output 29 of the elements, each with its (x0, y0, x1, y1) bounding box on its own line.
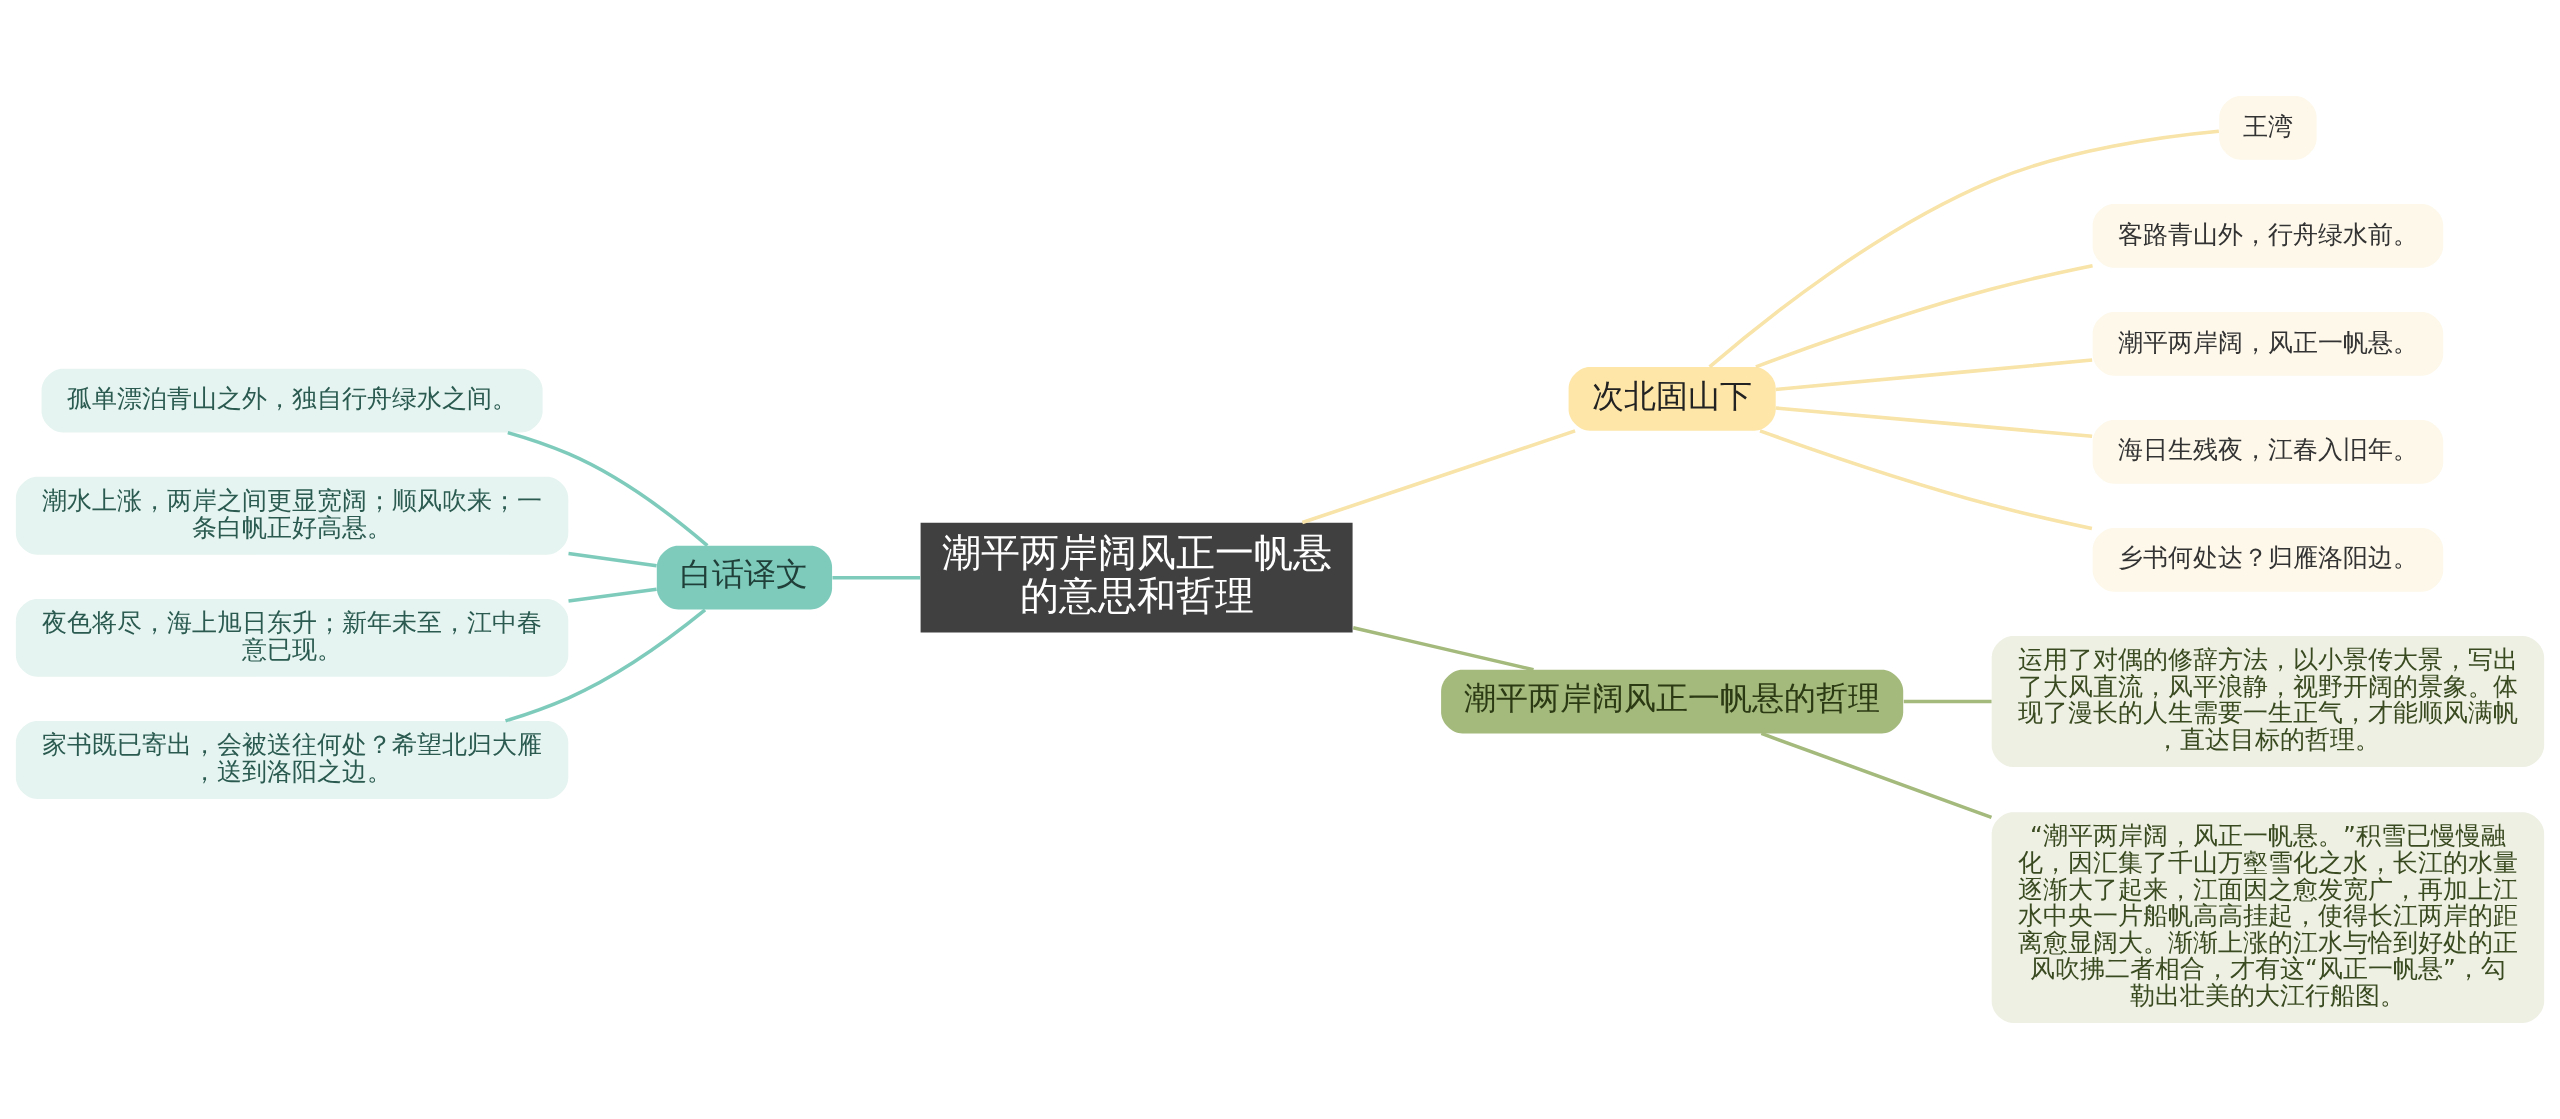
connector (1759, 429, 2093, 531)
node-box: 夜色将尽，海上旭日东升；新年未至，江中春意已现。 (15, 598, 569, 677)
node-box: 乡书何处达？归雁洛阳边。 (2092, 528, 2444, 592)
node-box: 孤单漂泊青山之外，独自行舟绿水之间。 (41, 368, 543, 433)
node-box: 次北固山下 (1568, 366, 1776, 431)
node-box: 潮水上涨，两岸之间更显宽阔；顺风吹来；一条白帆正好高悬。 (15, 476, 569, 555)
node-box: 海日生残夜，江春入旧年。 (2092, 420, 2444, 484)
connector (1755, 263, 2093, 369)
connector (832, 575, 921, 580)
connector (505, 608, 707, 723)
node-box: 潮平两岸阔，风正一帆悬。 (2092, 312, 2444, 376)
connector (568, 551, 657, 568)
node-box: 王湾 (2219, 96, 2317, 160)
connector (1775, 406, 2093, 439)
connector (1775, 358, 2093, 392)
node-box: 客路青山外，行舟绿水前。 (2092, 204, 2444, 268)
connector (507, 430, 709, 547)
node-box: 运用了对偶的修辞方法，以小景传大景，写出了大风直流，风平浪静，视野开阔的景象。体现了漫长的人生需要一生正气，才能顺风满帆，直达目标的哲理。 (1991, 636, 2545, 768)
connector (1903, 699, 1992, 704)
connector (1708, 129, 2219, 369)
connector (1352, 625, 1534, 672)
node-box: “潮平两岸阔，风正一帆悬。”积雪已慢慢融化，因汇集了千山万壑雪化之水，长江的水量逐渐大了起来，江面因之愈发宽广，再加上江水中央一片船帆高高挂起，使得长江两岸的距离愈显阔大。渐渐上涨的江水与恰到好处的正风吹拂二者相合，才有这“风正一帆悬”，勾勒出壮美的大江行船图。 (1991, 812, 2545, 1023)
node-box: 潮平两岸阔风正一帆悬的意思和哲理 (920, 522, 1353, 633)
connector (1760, 731, 1993, 820)
node-box: 潮平两岸阔风正一帆悬的哲理 (1441, 669, 1904, 734)
connector (568, 587, 657, 603)
node-box: 白话译文 (656, 545, 833, 610)
connector (1301, 429, 1576, 525)
node-box: 家书既已寄出，会被送往何处？希望北归大雁，送到洛阳之边。 (15, 721, 569, 799)
